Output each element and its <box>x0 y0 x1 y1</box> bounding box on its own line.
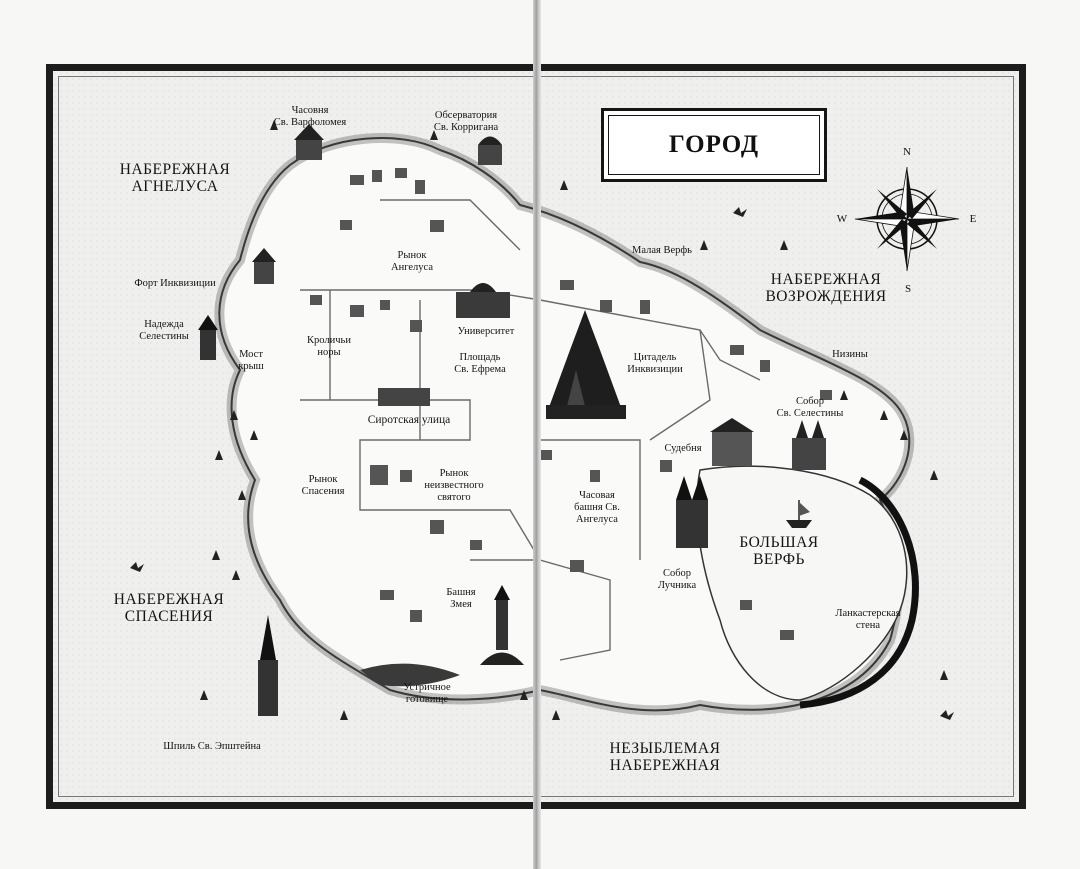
inquisition-fort-building <box>252 248 276 284</box>
whale-tails <box>130 207 954 720</box>
university-building <box>456 283 510 318</box>
epstein-spire-building <box>258 615 278 716</box>
compass-north-label: N <box>903 146 911 158</box>
observatory-building <box>478 136 502 165</box>
label-university: Университет <box>457 326 515 337</box>
compass-south-label: S <box>904 283 912 295</box>
celestina-cathedral-building <box>792 420 826 470</box>
map-title-box: ГОРОД <box>601 108 827 182</box>
compass-east-label: E <box>969 213 977 225</box>
trees <box>200 120 948 720</box>
book-gutter <box>533 0 541 869</box>
roads <box>300 199 761 661</box>
citadel-building <box>546 310 626 419</box>
court-building <box>710 418 754 466</box>
label-inquisition-fort: Форт Инквизиции <box>134 278 216 289</box>
oyster-hut-shore <box>360 663 460 687</box>
label-court: Судебня <box>664 443 702 454</box>
map-title: ГОРОД <box>668 131 760 158</box>
compass-west-label: W <box>836 213 848 225</box>
label-small-dock: Малая Верфь <box>632 245 692 256</box>
lancaster-wall-line <box>799 476 919 709</box>
city-blocks <box>310 168 832 640</box>
orphan-street-building <box>378 388 430 406</box>
serpent-tower-building <box>480 585 524 665</box>
celestina-hope-tower <box>198 315 218 360</box>
luchnik-cathedral-building <box>676 476 708 548</box>
label-lowlands: Низины <box>832 349 868 360</box>
label-epstein-spire: Шпиль Св. Эпштейна <box>163 741 261 752</box>
ship <box>786 500 812 528</box>
big-dock-bay <box>696 465 908 701</box>
compass-rose <box>854 166 960 272</box>
label-orphan-street: Сиротская улица <box>367 414 451 426</box>
chapel-building <box>294 124 324 160</box>
